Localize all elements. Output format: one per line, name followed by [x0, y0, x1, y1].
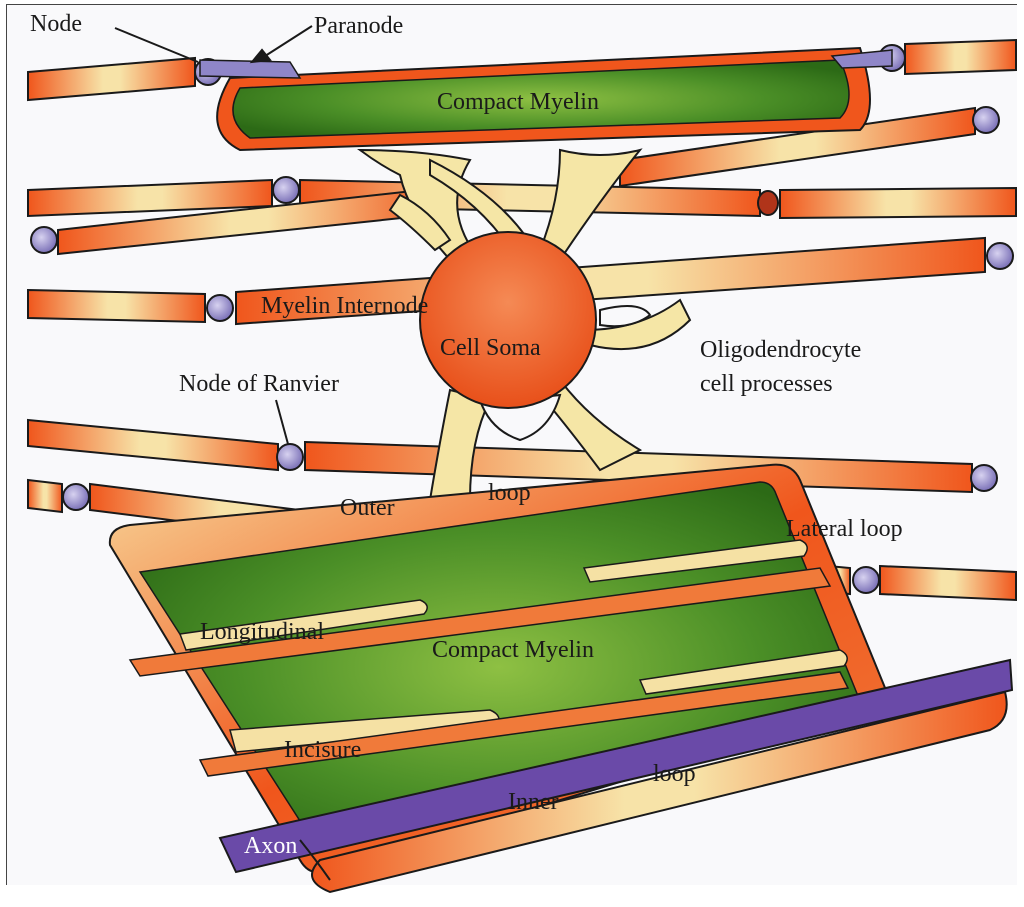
- node-of-ranvier-marker: [852, 566, 880, 594]
- axon-fiber: [904, 38, 1017, 76]
- node-of-ranvier-marker: [276, 443, 304, 471]
- incisure-stripe: [582, 539, 808, 583]
- node-of-ranvier-marker: [970, 464, 998, 492]
- label-paranode: Paranode: [314, 13, 404, 39]
- label-outer: Outer: [340, 495, 395, 521]
- axon-shaft: [218, 658, 1014, 874]
- label-node-of-ranvier: Node of Ranvier: [179, 371, 339, 397]
- incisure-stripe: [128, 567, 832, 677]
- node-of-ranvier-marker: [272, 176, 300, 204]
- main-axon: [218, 658, 1014, 894]
- node-leader-line: [114, 27, 199, 63]
- label-compact-myelin-top: Compact Myelin: [437, 89, 599, 115]
- label-longitudinal: Longitudinal: [200, 619, 324, 645]
- label-myelin-internode: Myelin Internode: [261, 293, 429, 319]
- axon-fiber: [779, 186, 1017, 220]
- node-of-ranvier-leader-line: [275, 399, 289, 445]
- label-axon: Axon: [244, 833, 298, 859]
- label-cell-processes: cell processes: [700, 371, 833, 397]
- node-of-ranvier-marker: [62, 483, 90, 511]
- inner-loop-fold: [311, 690, 1008, 894]
- label-compact-myelin-main: Compact Myelin: [432, 637, 594, 663]
- paranode-tab: [199, 59, 302, 79]
- label-node: Node: [30, 11, 82, 37]
- incisure-stripe: [178, 599, 428, 651]
- paranode-tab: [830, 49, 893, 69]
- node-of-ranvier-marker: [972, 106, 1000, 134]
- paranode-arrowhead: [249, 48, 272, 64]
- label-loop-outer: loop: [488, 480, 531, 506]
- cell-soma: [419, 231, 597, 409]
- main-myelin-plate: [108, 463, 892, 874]
- axon-fiber: [27, 56, 196, 102]
- incisure-stripe: [198, 671, 850, 777]
- label-oligodendrocyte: Oligodendrocyte: [700, 337, 862, 363]
- node-of-ranvier-marker: [206, 294, 234, 322]
- node-of-ranvier-marker: [30, 226, 58, 254]
- label-incisure: Incisure: [284, 737, 362, 763]
- axon-fiber: [27, 418, 279, 472]
- label-cell-soma: Cell Soma: [440, 335, 541, 361]
- axon-fiber: [27, 478, 63, 514]
- paranode-leader-line: [261, 25, 313, 59]
- node-of-ranvier-marker: [986, 242, 1014, 270]
- label-lateral-loop: Lateral loop: [786, 516, 903, 542]
- axon-fiber: [27, 288, 206, 324]
- cell-processes: [356, 148, 692, 501]
- label-inner: Inner: [508, 789, 559, 815]
- top-myelin-sheet: [199, 46, 893, 152]
- axon-fiber: [879, 564, 1017, 602]
- incisure-stripe: [638, 649, 848, 695]
- leader-lines: [114, 25, 313, 445]
- dark-node-marker: [757, 190, 779, 216]
- label-loop-inner: loop: [653, 761, 696, 787]
- nodes: [30, 44, 1014, 594]
